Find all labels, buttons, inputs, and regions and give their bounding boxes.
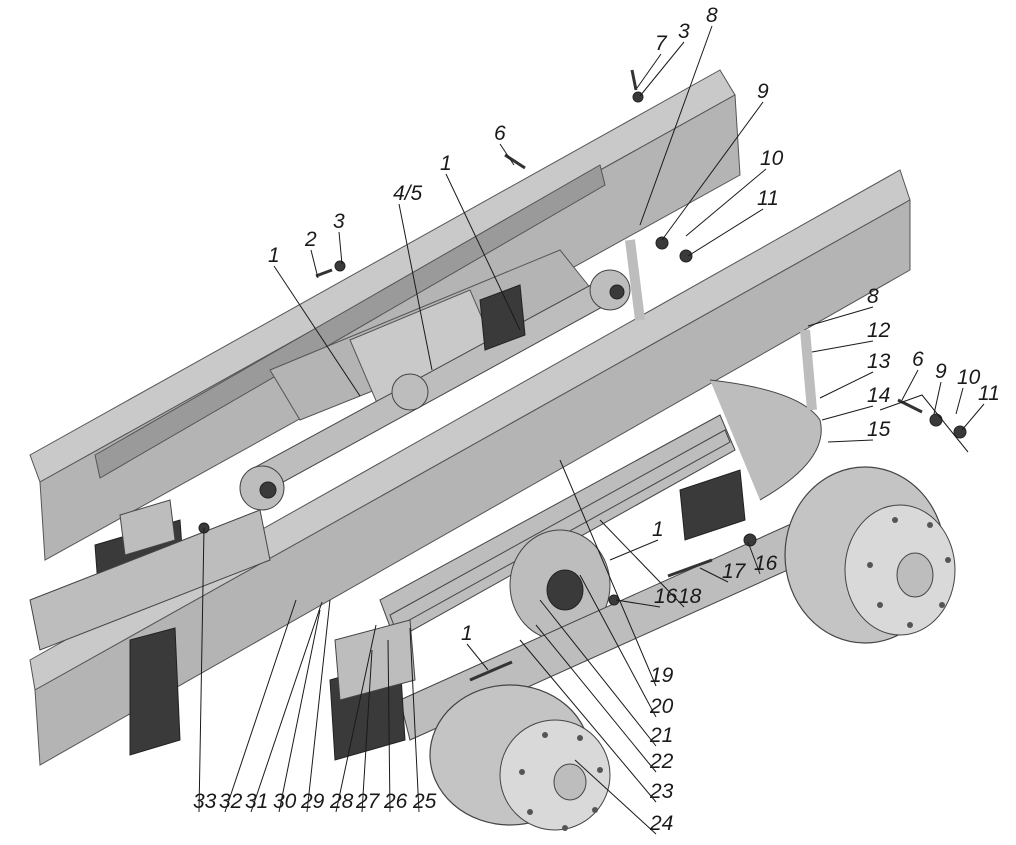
leader-line-c31	[250, 601, 323, 813]
spring-seats	[329, 469, 746, 761]
leader-line-c32	[224, 599, 297, 813]
callout-label-c8a: 8	[706, 4, 718, 27]
callout-label-c18: 18	[678, 585, 702, 608]
leader-line-c1d	[466, 643, 489, 671]
leader-line-c6a	[499, 143, 515, 166]
leader-line-c9b	[933, 381, 942, 415]
leader-line-c22	[535, 624, 657, 773]
callout-label-c7: 7	[655, 32, 668, 55]
leader-line-c11a	[687, 208, 764, 257]
callout-label-c29: 29	[300, 790, 325, 813]
callout-label-c23: 23	[649, 780, 674, 803]
callout-label-c16b: 16	[654, 585, 678, 608]
leader-line-c29	[306, 599, 331, 813]
hanger-bracket	[129, 627, 181, 756]
leader-line-c3a	[639, 41, 685, 97]
callout-label-c14: 14	[867, 384, 890, 407]
stabilizer-bar	[625, 239, 822, 501]
leader-line-c8a	[639, 25, 713, 226]
leader-line-c26	[387, 639, 391, 813]
leader-line-c33	[198, 527, 205, 813]
callout-label-c27: 27	[355, 790, 381, 813]
leader-line-c9a	[661, 101, 764, 241]
callout-label-c17: 17	[722, 560, 747, 583]
leader-line-c14	[821, 405, 874, 421]
callout-label-c6b: 6	[912, 348, 924, 371]
wheel-drum-left	[429, 684, 611, 831]
leader-line-c18	[599, 519, 685, 608]
leader-line-c27	[361, 649, 373, 813]
leader-line-c1c	[609, 539, 659, 561]
leader-line-c1a	[445, 173, 521, 331]
callout-label-c11a: 11	[757, 187, 779, 210]
callout-label-c20: 20	[649, 695, 674, 718]
leader-line-c6b	[901, 369, 919, 401]
leader-line-c7	[636, 53, 662, 89]
callout-label-c2: 2	[304, 228, 317, 251]
callout-label-c3a: 3	[678, 20, 690, 43]
leader-line-c12	[811, 340, 874, 353]
callout-label-c1a: 1	[440, 152, 452, 175]
leader-line-c17	[699, 567, 729, 583]
callout-label-c19: 19	[650, 664, 674, 687]
callout-label-c30: 30	[273, 790, 297, 813]
leader-line-c30	[278, 609, 321, 813]
callout-label-c45: 4/5	[393, 182, 423, 205]
callout-label-c8b: 8	[867, 285, 879, 308]
callout-label-c21: 21	[649, 724, 673, 747]
leader-line-c11b	[961, 403, 985, 431]
callout-label-c22: 22	[649, 750, 674, 773]
callout-label-c9a: 9	[757, 80, 769, 103]
balancer-hub	[509, 529, 611, 641]
callout-label-c1d: 1	[461, 622, 473, 645]
wheel-drum-right	[784, 466, 956, 644]
group-bracket	[879, 394, 969, 453]
leader-line-c23	[519, 639, 657, 803]
leader-line-c1b	[273, 265, 361, 397]
callout-label-c31: 31	[245, 790, 268, 813]
callout-label-c1c: 1	[652, 518, 664, 541]
leader-line-c10a	[685, 168, 767, 237]
leader-line-c21	[539, 599, 657, 747]
leader-line-c24	[574, 759, 657, 835]
callout-label-c10b: 10	[957, 366, 981, 389]
leader-line-c25	[409, 627, 420, 813]
leader-line-c20	[579, 574, 657, 718]
leader-line-c28	[335, 624, 377, 813]
callout-label-c3b: 3	[333, 210, 345, 233]
callout-label-c12: 12	[867, 319, 891, 342]
axle-rear	[29, 509, 271, 651]
callout-label-c33: 33	[193, 790, 217, 813]
callout-label-c28: 28	[329, 790, 354, 813]
leader-line-c16a	[747, 541, 761, 575]
leader-line-c16b	[615, 599, 661, 608]
callout-label-c15: 15	[867, 418, 891, 441]
callout-label-c26: 26	[383, 790, 408, 813]
callout-label-c25: 25	[412, 790, 437, 813]
callout-label-c32: 32	[219, 790, 243, 813]
leader-line-c10b	[955, 387, 964, 415]
leader-line-c3b	[338, 231, 343, 265]
leader-line-c15	[827, 439, 874, 443]
leader-line-c13	[819, 371, 874, 399]
leader-line-c2	[310, 249, 319, 279]
callout-label-c6a: 6	[494, 122, 506, 145]
callout-label-c24: 24	[649, 812, 673, 835]
leader-line-c45	[398, 203, 433, 371]
callout-label-c1b: 1	[268, 244, 280, 267]
callout-label-c10a: 10	[760, 147, 784, 170]
leader-line-c19	[559, 459, 657, 687]
leader-line-c8b	[807, 306, 874, 327]
callout-label-c11b: 11	[978, 382, 1000, 405]
callout-label-c16a: 16	[754, 552, 778, 575]
callout-label-c13: 13	[867, 350, 891, 373]
callout-label-c9b: 9	[935, 360, 947, 383]
